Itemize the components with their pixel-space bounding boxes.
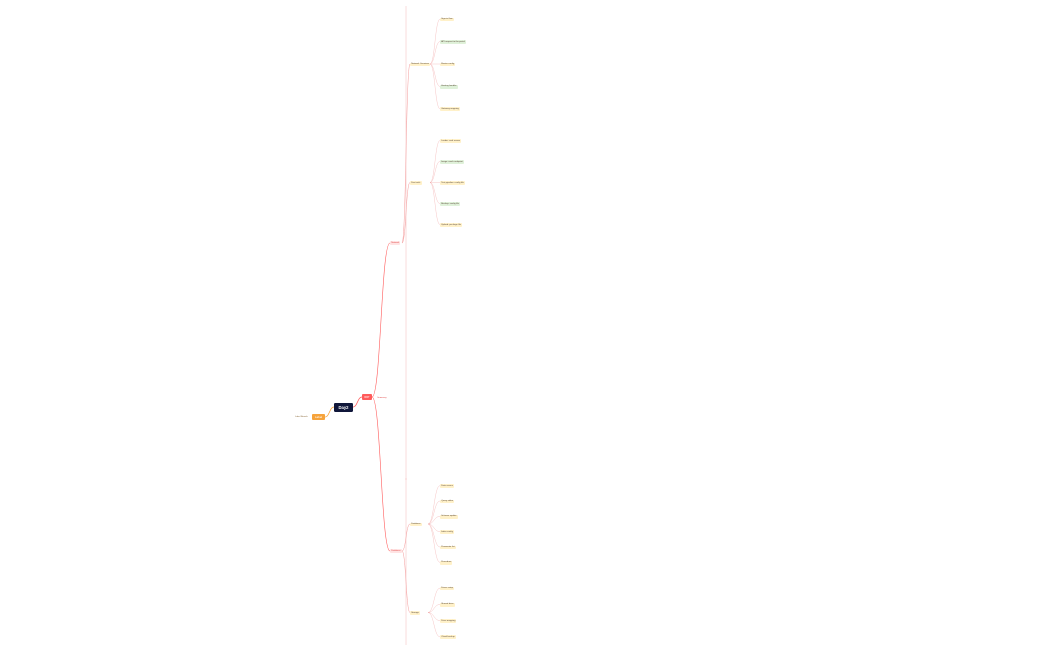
database-item[interactable]: Data source [440,484,455,488]
link [429,63,441,109]
link [429,41,441,65]
network-item[interactable]: Hosting handler [440,84,458,89]
database-item[interactable]: Procedure [440,560,453,565]
link [429,19,441,65]
network-item[interactable]: Router config [440,62,456,67]
link [427,612,441,621]
link [427,523,441,548]
database-item[interactable]: Drive mapping [440,619,457,623]
network-item[interactable]: API request to the portal [440,40,466,44]
database-item[interactable]: Driver setup [440,586,455,591]
link [371,242,391,398]
link [427,523,441,563]
link [429,140,441,183]
network-item[interactable]: Backup: config file [440,202,461,206]
root-node[interactable]: Day2 [334,403,353,412]
link [429,63,441,87]
link [324,406,335,418]
link [427,500,441,525]
link [429,161,441,183]
link [427,612,441,638]
database-item[interactable]: Shared drive [440,602,455,607]
database-group-title[interactable]: Database [410,522,422,527]
link [427,523,441,532]
network-group-title[interactable]: Network Overview [410,62,431,67]
link [427,516,441,525]
database-item[interactable]: Schema update [440,514,458,519]
network-item[interactable]: Loader: web runner [440,139,462,143]
network-item[interactable]: Upload: package file [440,223,463,227]
link [352,396,363,408]
link [427,587,441,613]
link [427,485,441,525]
network-item[interactable]: Image: mock endpoint [440,160,464,164]
left-branch-node[interactable]: Label [312,414,325,420]
section-network[interactable]: Network [390,241,401,245]
link [427,604,441,613]
left-branch-note: Label Branch [295,416,308,418]
network-group-title[interactable]: Dev tools [410,181,422,185]
link [429,182,441,204]
database-group-title[interactable]: Storage [410,611,421,615]
link [429,182,441,225]
main-branch-node[interactable]: RRT [362,394,372,400]
network-item[interactable]: Gateway mapping [440,107,461,112]
main-branch-tag: Summary [377,396,387,399]
database-item[interactable]: Parameter list [440,545,456,550]
database-item[interactable]: Query editor [440,499,455,504]
database-item[interactable]: Index config [440,530,455,534]
section-database[interactable]: Database [390,549,402,553]
network-item[interactable]: Sign-in flow [440,17,454,22]
database-item[interactable]: Cloud backup [440,635,456,640]
network-item[interactable]: Test pipeline: config file [440,181,465,185]
link [371,396,391,552]
